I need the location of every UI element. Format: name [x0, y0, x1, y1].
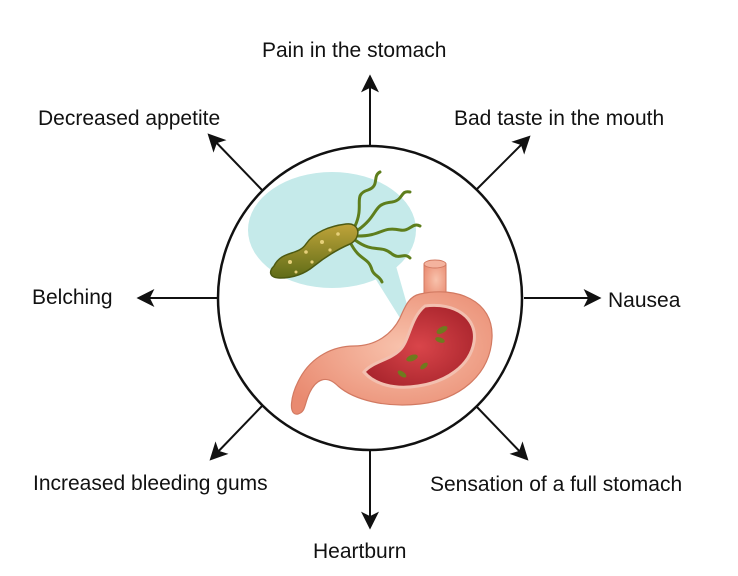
symptom-full-stomach: Sensation of a full stomach: [430, 473, 683, 496]
symptom-belching: Belching: [32, 286, 113, 309]
arrow-bottom-left: [209, 405, 263, 461]
symptom-decreased-appetite: Decreased appetite: [38, 107, 221, 130]
symptom-pain-in-stomach: Pain in the stomach: [262, 39, 447, 62]
symptom-heartburn: Heartburn: [313, 540, 407, 563]
arrow-top-right: [475, 135, 531, 191]
stomach-icon: [290, 259, 493, 415]
arrow-bottom-right: [475, 405, 529, 461]
helicobacter-pylori-icon: [269, 170, 422, 284]
symptom-bad-taste: Bad taste in the mouth: [454, 107, 665, 130]
symptom-nausea: Nausea: [608, 289, 681, 312]
symptom-bleeding-gums: Increased bleeding gums: [33, 472, 268, 495]
arrows: [136, 74, 602, 530]
arrow-top-left: [207, 133, 263, 191]
